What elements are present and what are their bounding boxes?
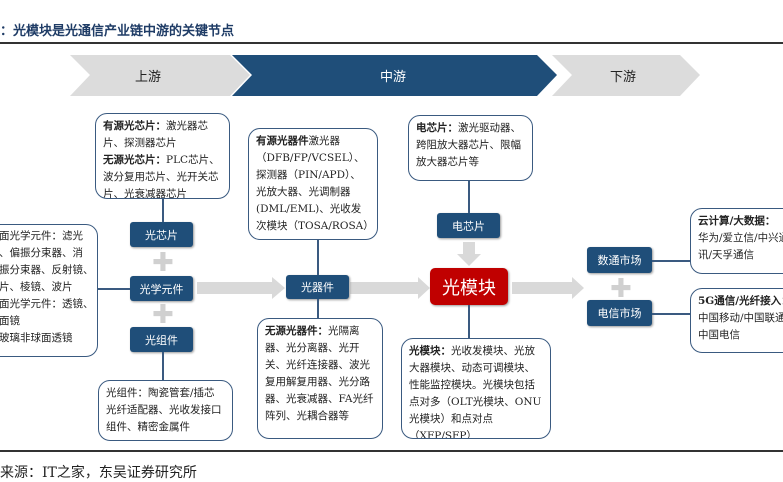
optical-assembly-box: 光组件：陶瓷管套/插芯光纤适配器、光收发接口组件、精密金属件 <box>98 380 233 441</box>
stage-downstream: 下游 <box>610 70 637 85</box>
connector <box>317 240 319 275</box>
connector <box>652 260 690 262</box>
cloud-text: 华为/爱立信/中兴通讯/天孚通信 <box>698 232 783 261</box>
passive-device-label: 无源光器件： <box>265 325 328 337</box>
device-to-module-arrow <box>350 277 430 299</box>
connector <box>162 352 164 380</box>
connector <box>98 288 130 290</box>
telecom-box: 5G通信/光纤接入： 中国移动/中国联通/中国电信 <box>690 288 783 353</box>
electric-chip-box: 电芯片：激光驱动器、跨阻放大器芯片、限幅放大器芯片等 <box>408 115 533 181</box>
active-device-label: 有源光器件 <box>256 135 309 147</box>
optical-device-button[interactable]: 光器件 <box>286 275 349 299</box>
element-line: 面光学元件：滤光 <box>0 230 83 242</box>
plus-icon: ✚ <box>152 300 174 330</box>
electric-chip-text: 激光驱动器、跨阻放大器芯片、限幅放大器芯片等 <box>416 122 521 168</box>
active-chip-label: 有源光芯片： <box>103 120 166 132</box>
cloud-box: 云计算/大数据： 华为/爱立信/中兴通讯/天孚通信 <box>690 208 783 274</box>
datacom-market-button[interactable]: 数通市场 <box>587 247 652 273</box>
electric-chip-label: 电芯片： <box>416 122 458 134</box>
source-note: 来源：IT之家，东吴证券研究所 <box>0 465 197 481</box>
downstream-arrow <box>552 55 700 96</box>
telecom-label: 5G通信/光纤接入： <box>698 295 783 307</box>
electric-chip-button[interactable]: 电芯片 <box>437 213 500 238</box>
telecom-market-button[interactable]: 电信市场 <box>587 300 652 326</box>
element-line: 面光学元件：透镜、 <box>0 298 94 310</box>
footer-divider <box>0 450 783 452</box>
chip-to-module-arrow <box>457 242 481 266</box>
element-line: 玻璃非球面透镜 <box>0 332 73 344</box>
title-divider <box>0 42 783 44</box>
optical-element-button[interactable]: 光学元件 <box>130 276 193 301</box>
passive-chip-label: 无源光芯片： <box>103 154 166 166</box>
telecom-text: 中国移动/中国联通/中国电信 <box>698 312 783 341</box>
connector <box>468 181 470 213</box>
stage-midstream: 中游 <box>380 70 407 85</box>
optical-assembly-button[interactable]: 光组件 <box>130 327 193 352</box>
active-chip-text: 激光器芯片、探测器芯片 <box>103 120 208 149</box>
plus-icon: ✚ <box>610 274 632 304</box>
module-label: 光模块： <box>409 345 451 357</box>
passive-device-box: 无源光器件：光隔离器、光分离器、光开关、光纤连接器、波光复用解复用器、光分路器、… <box>257 318 383 439</box>
connector <box>162 199 164 222</box>
element-to-device-arrow <box>197 277 285 299</box>
active-device-text: 激光器（DFB/FP/VCSEL）、探测器（PIN/APD）、光放大器、光调制器… <box>256 135 374 232</box>
element-line: 、偏振分束器、消 <box>0 247 83 259</box>
active-device-box: 有源光器件激光器（DFB/FP/VCSEL）、探测器（PIN/APD）、光放大器… <box>248 128 378 240</box>
passive-chip-text: PLC芯片、波分复用芯片、光开关芯片、光衰减器芯片 <box>103 154 220 199</box>
midstream-arrow <box>232 55 557 96</box>
module-text: 光收发模块、光放大器模块、动态可调模块、性能监控模块。光模块包括点对多（OLT光… <box>409 345 542 439</box>
figure-title: ：光模块是光通信产业链中游的关键节点 <box>0 24 235 39</box>
connector <box>652 313 690 315</box>
optical-element-box: 面光学元件：滤光 、偏振分束器、消 振分束器、反射镜、 片、棱镜、波片 面光学元… <box>0 224 98 357</box>
passive-device-text: 光隔离器、光分离器、光开关、光纤连接器、波光复用解复用器、光分路器、光衰减器、F… <box>265 325 374 422</box>
cloud-label: 云计算/大数据： <box>698 215 776 227</box>
plus-icon: ✚ <box>152 248 174 278</box>
optical-chip-button[interactable]: 光芯片 <box>130 222 193 247</box>
optical-module-box: 光模块：光收发模块、光放大器模块、动态可调模块、性能监控模块。光模块包括点对多（… <box>401 338 551 439</box>
upstream-arrow <box>70 55 250 96</box>
element-line: 片、棱镜、波片 <box>0 281 73 293</box>
stage-upstream: 上游 <box>135 70 162 85</box>
module-to-market-arrow <box>512 277 584 299</box>
element-line: 面镜 <box>0 315 20 327</box>
optical-chip-box: 有源光芯片：激光器芯片、探测器芯片 无源光芯片：PLC芯片、波分复用芯片、光开关… <box>95 113 230 199</box>
element-line: 振分束器、反射镜、 <box>0 264 94 276</box>
connector <box>317 299 319 318</box>
optical-module-button[interactable]: 光模块 <box>430 268 508 305</box>
connector <box>468 305 470 338</box>
